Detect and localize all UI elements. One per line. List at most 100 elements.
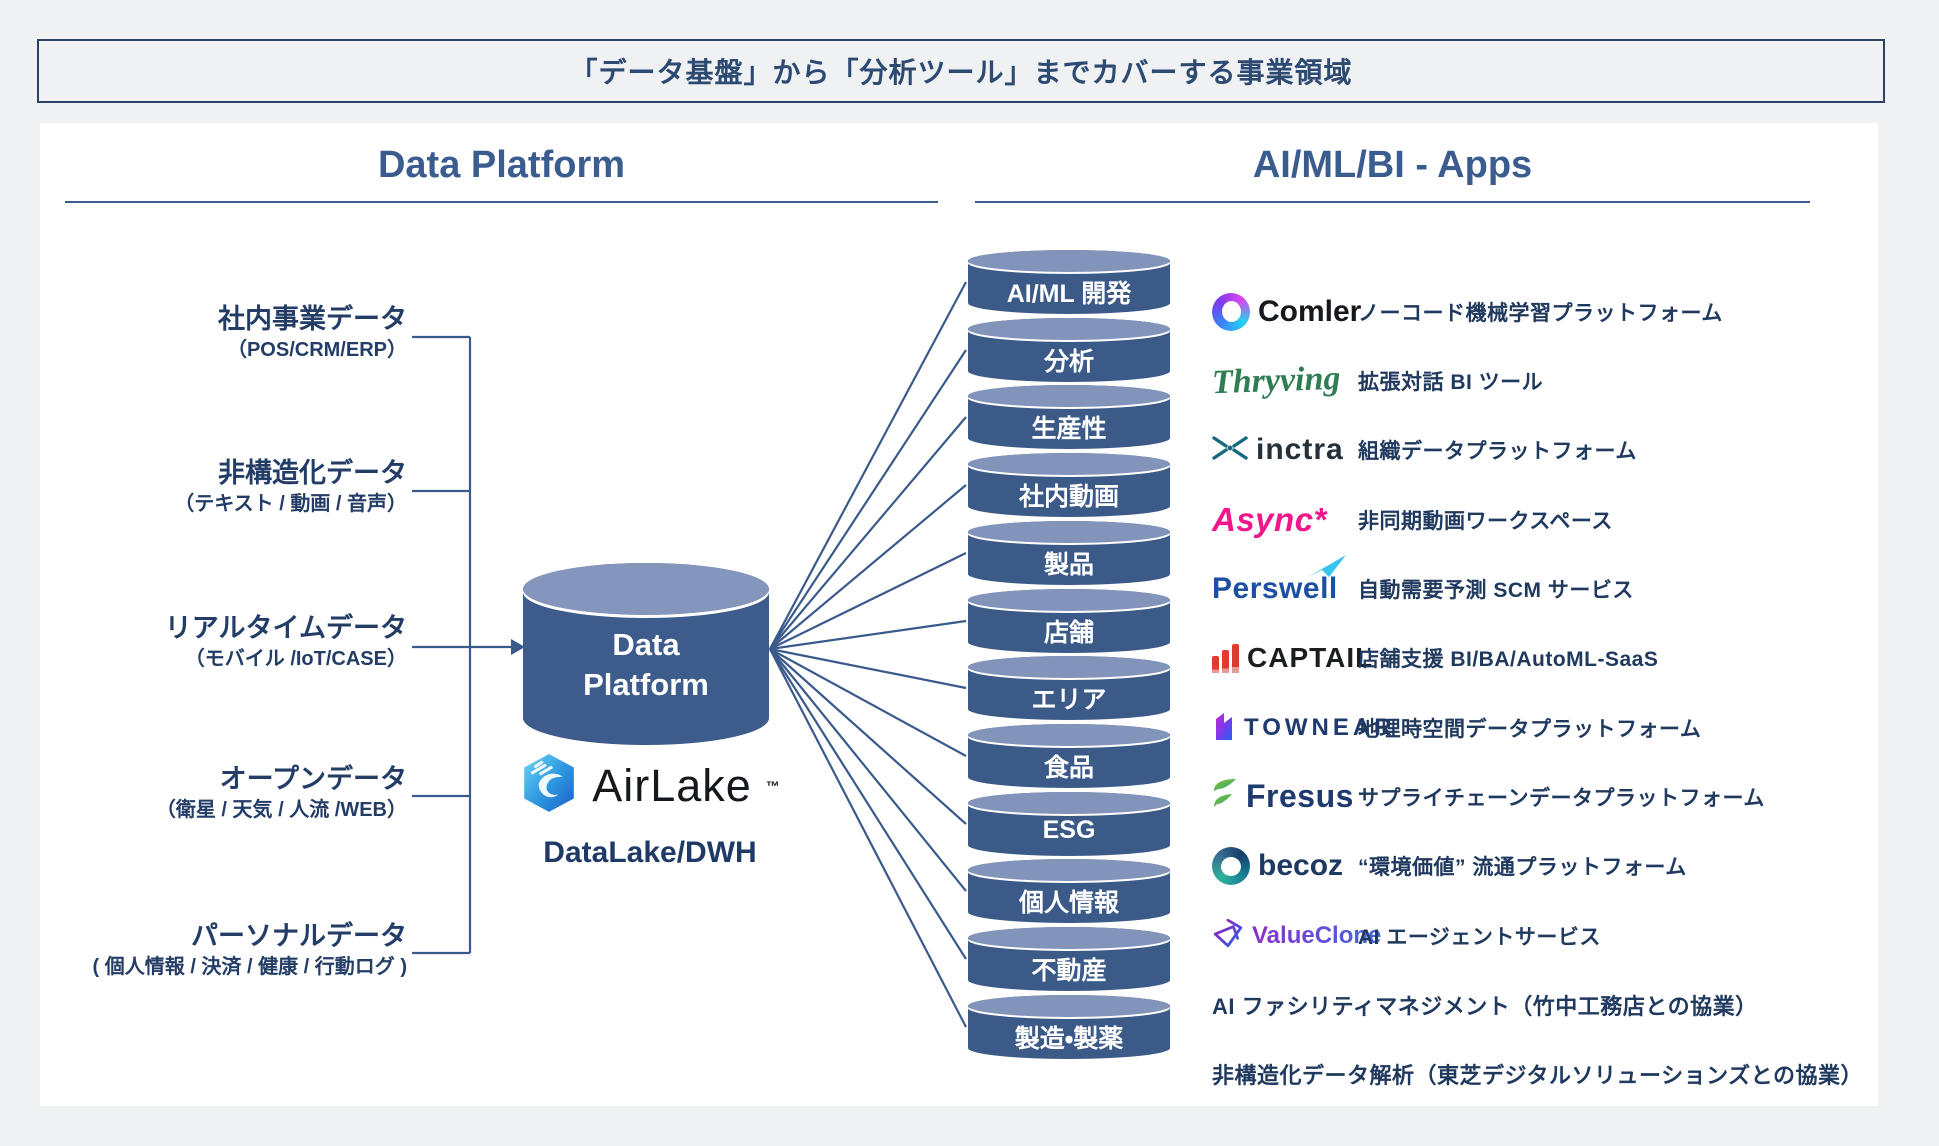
domain-cylinder: 生産性 — [968, 385, 1170, 449]
data-source-name: オープンデータ — [219, 764, 407, 794]
inctra-logo: inctra — [1212, 433, 1358, 467]
app-row-captail: CAPTAIL 店舗支援 BI/BA/AutoML-SaaS — [1212, 624, 1878, 693]
data-source-item: リアルタイムデータ （モバイル /IoT/CASE） — [45, 612, 407, 673]
app-description: “環境価値” 流通プラットフォーム — [1358, 856, 1687, 880]
app-row-fresus: Fresus サプライチェーンデータプラットフォーム — [1212, 762, 1878, 831]
townear-wordmark: TOWNEAR — [1244, 713, 1396, 741]
app-description: 店舗支援 BI/BA/AutoML-SaaS — [1358, 648, 1659, 672]
comler-logo: Comler — [1212, 292, 1362, 331]
domain-label: 分析 — [1043, 348, 1094, 376]
perswell-logo: Perswell — [1212, 554, 1358, 606]
domain-cylinder: 製造・製薬 — [968, 995, 1170, 1059]
thryving-wordmark: Thryving — [1211, 359, 1342, 402]
data-source-detail: （モバイル /IoT/CASE） — [184, 648, 407, 670]
cylinder-top — [968, 995, 1170, 1017]
paper-plane-icon — [1307, 554, 1346, 585]
ribbon-icon — [1212, 917, 1244, 954]
fresus-wordmark: Fresus — [1246, 778, 1354, 815]
app-description: 組織データプラットフォーム — [1358, 440, 1637, 464]
comler-wordmark: Comler — [1258, 294, 1362, 328]
app-row-townear: TOWNEAR 地理時空間データプラットフォーム — [1212, 693, 1878, 762]
app-row-perswell: Perswell 自動需要予測 SCM サービス — [1212, 554, 1878, 623]
cylinder-top — [968, 656, 1170, 678]
domain-label: AI/ML 開発 — [1006, 280, 1132, 308]
async-logo: Async* — [1212, 501, 1358, 539]
cylinder-top — [968, 521, 1170, 543]
title-banner: 「データ基盤」から「分析ツール」までカバーする事業領域 — [37, 39, 1885, 103]
domain-label: 生産性 — [1031, 415, 1107, 443]
domain-label: ESG — [1042, 816, 1096, 844]
app-description: サプライチェーンデータプラットフォーム — [1358, 786, 1765, 810]
data-source-name: リアルタイムデータ — [164, 613, 407, 643]
app-row-unstructured-analysis: 非構造化データ解析（東芝デジタルソリューションズとの協業） — [1212, 1040, 1878, 1109]
cylinder-top — [968, 724, 1170, 746]
cylinder-top — [968, 589, 1170, 611]
comler-icon — [1212, 292, 1250, 331]
data-source-item: 非構造化データ （テキスト / 動画 / 音声） — [45, 457, 407, 518]
app-row-thryving: Thryving 拡張対話 BI ツール — [1211, 346, 1878, 415]
data-platform-cylinder: Data Platform — [523, 563, 769, 745]
cylinder-top — [523, 563, 769, 615]
data-source-name: 非構造化データ — [218, 458, 407, 488]
cylinder-top — [968, 250, 1170, 272]
datalake-dwh-label: DataLake/DWH — [543, 836, 757, 869]
cylinder-top — [968, 453, 1170, 475]
domain-label: 店舗 — [1043, 619, 1094, 647]
app-description: 地理時空間データプラットフォーム — [1358, 717, 1702, 741]
data-source-detail: （衛星 / 天気 / 人流 /WEB） — [155, 799, 407, 821]
captail-wordmark: CAPTAIL — [1247, 642, 1374, 674]
airlake-logo-icon — [520, 752, 578, 819]
data-source-item: オープンデータ （衛星 / 天気 / 人流 /WEB） — [45, 763, 407, 824]
app-row-inctra: inctra 組織データプラットフォーム — [1212, 416, 1878, 485]
app-row-async: Async* 非同期動画ワークスペース — [1212, 485, 1878, 554]
app-row-facility-management: AI ファシリティマネジメント（竹中工務店との協業） — [1212, 970, 1878, 1039]
data-source-detail: （テキスト / 動画 / 音声） — [174, 493, 407, 515]
app-description: 拡張対話 BI ツール — [1358, 370, 1544, 394]
valueclone-logo: ValueClone — [1212, 917, 1381, 954]
section-heading-apps: AI/ML/BI - Apps — [975, 144, 1810, 203]
domain-label: 社内動画 — [1018, 483, 1119, 511]
townear-logo: TOWNEAR — [1212, 708, 1392, 747]
cylinder-top — [968, 792, 1170, 814]
data-platform-label: Data Platform — [583, 627, 709, 702]
domain-cylinder: ESG — [968, 792, 1170, 856]
app-description: 自動需要予測 SCM サービス — [1358, 578, 1634, 602]
valueclone-wordmark: ValueClone — [1252, 921, 1382, 949]
bar-chart-icon — [1212, 643, 1239, 674]
domain-cylinder: 食品 — [968, 724, 1170, 788]
building-icon — [1212, 708, 1236, 747]
app-row-valueclone: ValueClone AI エージェントサービス — [1212, 901, 1878, 970]
domain-cylinder: 個人情報 — [968, 859, 1170, 923]
data-source-item: パーソナルデータ ( 個人情報 / 決済 / 健康 / 行動ログ ) — [45, 920, 407, 981]
inctra-wordmark: inctra — [1256, 433, 1344, 467]
becoz-wordmark: becoz — [1258, 849, 1344, 883]
fresus-logo: Fresus — [1212, 777, 1358, 816]
domain-label: 個人情報 — [1018, 889, 1119, 917]
domain-cylinder: エリア — [968, 656, 1170, 720]
app-description: AI エージェントサービス — [1358, 925, 1601, 949]
app-description: 非同期動画ワークスペース — [1358, 509, 1613, 533]
domain-cylinder: 不動産 — [968, 927, 1170, 991]
domain-label: 製品 — [1043, 551, 1094, 579]
trademark-symbol: ™ — [765, 777, 780, 794]
data-source-detail: （POS/CRM/ERP） — [226, 339, 407, 361]
domain-label: 製造・製薬 — [1014, 1025, 1124, 1053]
becoz-icon — [1212, 847, 1250, 886]
cylinder-top — [968, 385, 1170, 407]
data-source-detail: ( 個人情報 / 決済 / 健康 / 行動ログ ) — [92, 956, 407, 978]
leaf-icon — [1212, 777, 1238, 816]
domain-cylinder: 製品 — [968, 521, 1170, 585]
domain-label: 不動産 — [1031, 957, 1107, 985]
async-wordmark: Async* — [1212, 500, 1327, 538]
data-source-item: 社内事業データ （POS/CRM/ERP） — [45, 303, 407, 364]
cylinder-top — [968, 318, 1170, 340]
inctra-icon — [1212, 434, 1248, 467]
domain-label: 食品 — [1043, 754, 1094, 782]
app-description: ノーコード機械学習プラットフォーム — [1358, 301, 1723, 325]
domain-label: エリア — [1031, 686, 1107, 714]
domain-cylinder: 店舗 — [968, 589, 1170, 653]
domain-cylinder: 社内動画 — [968, 453, 1170, 517]
page-title: 「データ基盤」から「分析ツール」までカバーする事業領域 — [569, 57, 1353, 88]
